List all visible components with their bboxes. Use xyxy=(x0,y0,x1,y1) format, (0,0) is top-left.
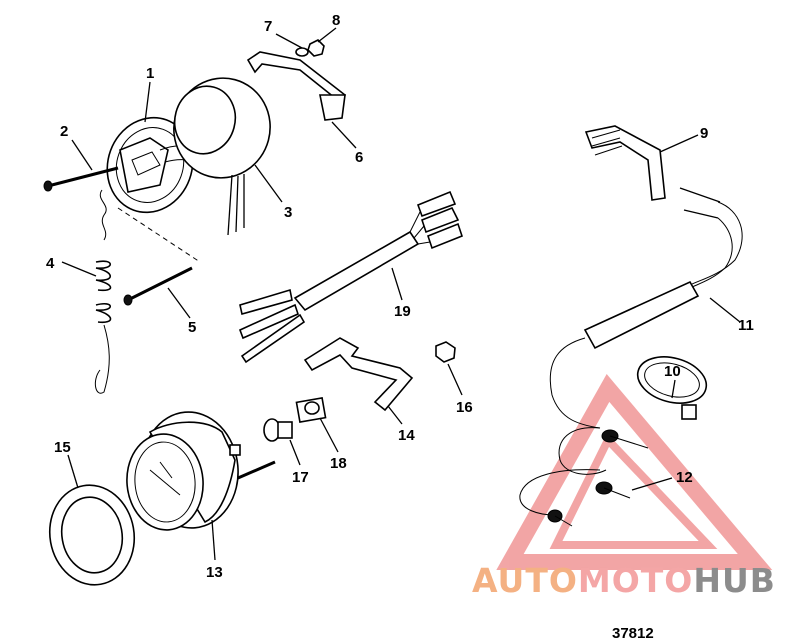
bracket-part-14 xyxy=(303,337,414,412)
cable-sleeve-part xyxy=(549,201,743,429)
callout-13: 13 xyxy=(206,564,223,581)
leader-lines xyxy=(61,27,741,561)
callout-12: 12 xyxy=(676,469,693,486)
nut-part-16 xyxy=(435,341,456,363)
callout-11: 11 xyxy=(738,317,754,334)
watermark-hub: HUB xyxy=(693,561,776,600)
washer-part-7 xyxy=(295,47,309,57)
dashed-leader xyxy=(117,207,201,263)
screw-part-5 xyxy=(123,266,193,306)
figure-number: 37812 xyxy=(612,625,654,642)
nut-part-8 xyxy=(307,39,325,57)
terminal-bracket-part xyxy=(584,125,721,219)
lanyard-spring-part xyxy=(94,189,112,394)
callout-19: 19 xyxy=(394,303,411,320)
callout-3: 3 xyxy=(284,204,292,221)
cable-strap-part xyxy=(636,356,708,420)
svg-text:AUTOMOTOHUB: AUTOMOTOHUB xyxy=(472,561,776,600)
callout-14: 14 xyxy=(398,427,415,444)
callout-5: 5 xyxy=(188,319,196,336)
watermark-text: AUTOMOTOHUB xyxy=(472,561,776,600)
callout-9: 9 xyxy=(700,125,708,142)
watermark-auto: AUTO xyxy=(472,561,578,600)
gauge-housing-part xyxy=(106,116,223,214)
callout-8: 8 xyxy=(332,12,340,29)
watermark-logo xyxy=(496,374,773,570)
callout-10: 10 xyxy=(664,363,681,380)
callout-2: 2 xyxy=(60,123,68,140)
callout-15: 15 xyxy=(54,439,71,456)
callout-4: 4 xyxy=(46,255,55,272)
gauge-part-13 xyxy=(126,411,276,531)
callout-16: 16 xyxy=(456,399,473,416)
wiring-harness-part xyxy=(238,190,463,364)
bracket-part-6 xyxy=(246,51,347,121)
mounting-ring-part xyxy=(173,77,271,236)
callout-1: 1 xyxy=(146,65,154,82)
callout-17: 17 xyxy=(292,469,309,486)
callout-7: 7 xyxy=(264,18,272,35)
bulb-part-17 xyxy=(263,418,293,442)
connector-part-12 xyxy=(519,427,649,527)
callout-18: 18 xyxy=(330,455,347,472)
callout-6: 6 xyxy=(355,149,363,166)
screw-part-2 xyxy=(43,166,119,192)
callouts: 1 2 3 4 5 6 7 8 9 10 11 12 13 14 15 16 1… xyxy=(46,12,754,581)
watermark-moto: MOTO xyxy=(578,561,693,600)
bezel-ring-part xyxy=(48,484,136,586)
socket-part-18 xyxy=(295,396,327,424)
